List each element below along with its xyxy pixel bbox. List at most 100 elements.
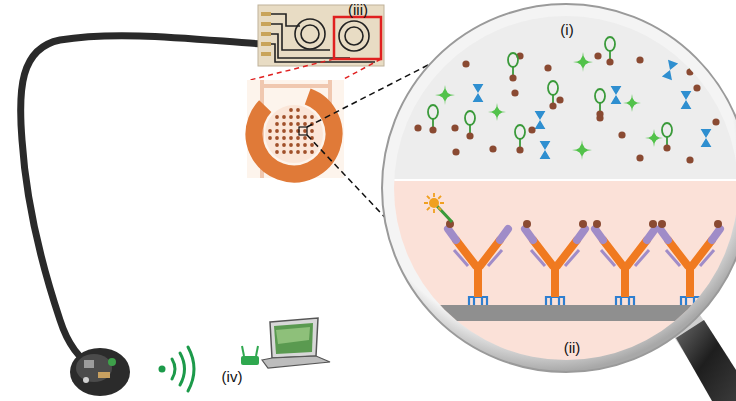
aptamer-loop [515, 125, 525, 139]
electrode-dot [282, 122, 286, 126]
analyte-dot [686, 156, 693, 163]
analyte-dot [686, 68, 693, 75]
tag-ray [433, 209, 435, 213]
electrode-dot [275, 143, 279, 147]
antibody [446, 220, 508, 305]
electrode-dot [289, 143, 293, 147]
interferent [662, 60, 678, 81]
electrode-dot [275, 136, 279, 140]
antibody-tip [525, 229, 533, 240]
zoom-lines [250, 59, 381, 80]
target-star [572, 140, 592, 160]
interferent [681, 91, 692, 109]
aptamer-stem [512, 67, 514, 75]
target-star [573, 52, 593, 72]
antibody [593, 220, 657, 305]
aptamer-loop [595, 89, 605, 103]
electrode-dot [303, 115, 307, 119]
callout-number: (iii) [348, 2, 368, 17]
antibody-chain [601, 250, 615, 266]
electrode-dot [310, 115, 314, 119]
electrode-dot [310, 129, 314, 133]
electrode-dot [275, 150, 279, 154]
electrode-dot [310, 143, 314, 147]
analyte-dot [511, 89, 518, 96]
antibody-tip [712, 229, 720, 240]
tag-ray [438, 196, 441, 199]
analyte-dot [712, 118, 719, 125]
bound-analyte [714, 220, 722, 228]
callout-number: (ii) [564, 340, 581, 355]
tag-ray [438, 207, 441, 210]
electrode-dot [296, 115, 300, 119]
bound-analyte [579, 220, 587, 228]
analyte-dot [636, 56, 643, 63]
aptamer-stem [666, 137, 668, 145]
electrode-dot [303, 136, 307, 140]
electrode-dot [289, 150, 293, 154]
wireless-device [70, 348, 130, 396]
callout-number: (iv) [222, 369, 243, 384]
magnifier-rim [382, 4, 736, 372]
antibody-chain [700, 250, 714, 266]
aptamer-loop [428, 105, 438, 119]
analyte-dot [451, 124, 458, 131]
electrode-dot [289, 129, 293, 133]
antibody-chain [488, 250, 502, 266]
linker [616, 297, 634, 305]
analyte-dot [509, 74, 516, 81]
lens-content [390, 10, 736, 370]
electrode-dot [282, 150, 286, 154]
interferent [473, 84, 484, 102]
antibody-chain [454, 250, 468, 266]
analyte-dot [606, 58, 613, 65]
analyte-dot [414, 124, 421, 131]
electrode-dot [282, 143, 286, 147]
electrode-dot [275, 129, 279, 133]
analyte-dot [452, 148, 459, 155]
electrode-dot [296, 108, 300, 112]
aptamer-stem [552, 95, 554, 103]
analyte-dot [618, 131, 625, 138]
interferent [535, 111, 546, 129]
electrode-dot [289, 115, 293, 119]
electrode-enlarged [243, 80, 346, 185]
antibody-tip [448, 229, 456, 240]
electrode-dot [289, 108, 293, 112]
analyte-dot [596, 110, 603, 117]
tag-ray [424, 202, 428, 204]
analyte-dot [549, 102, 556, 109]
antibody-chain [565, 250, 579, 266]
tag-label [429, 198, 439, 208]
analyte-dot [462, 60, 469, 67]
electrode-dot [268, 129, 272, 133]
tag-ray [427, 207, 430, 210]
analyte-dot [663, 144, 670, 151]
analyte-dot [544, 64, 551, 71]
antibody-tip [647, 229, 655, 240]
laptop-icon [262, 318, 330, 368]
analyte-dot [636, 154, 643, 161]
electrode-dot [275, 115, 279, 119]
interferent [701, 129, 712, 147]
antibody-chain [635, 250, 649, 266]
analyte-dot [528, 126, 535, 133]
bound-analyte [658, 220, 666, 228]
aptamer-stem [432, 119, 434, 127]
aptamer-stem [689, 61, 691, 69]
electrode-dot [296, 143, 300, 147]
callout-number: (i) [560, 22, 573, 37]
bound-analyte [649, 220, 657, 228]
antibody [523, 220, 587, 305]
analyte-dot [693, 84, 700, 91]
analyte-dot [466, 132, 473, 139]
electrode-dot [303, 143, 307, 147]
aptamer-loop [508, 53, 518, 67]
antibody-tip [660, 229, 668, 240]
aptamer-loop [662, 123, 672, 137]
electrode-dot [296, 150, 300, 154]
antibody [658, 220, 722, 305]
interferent [611, 86, 622, 104]
analyte-dot [429, 126, 436, 133]
